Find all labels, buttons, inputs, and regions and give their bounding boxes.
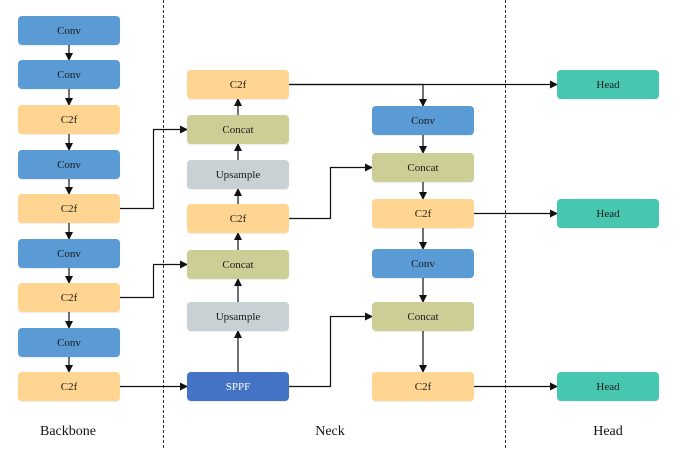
node-label: C2f bbox=[60, 291, 78, 304]
node-conv-b6: Conv bbox=[18, 239, 120, 268]
node-c2f-n_c2f1: C2f bbox=[187, 204, 289, 233]
node-label: C2f bbox=[414, 380, 432, 393]
node-concat-cat1: Concat bbox=[187, 250, 289, 279]
column-label-backbone: Backbone bbox=[40, 424, 96, 439]
edge-sppf-to-cat4 bbox=[289, 312, 373, 388]
node-c2f-b7: C2f bbox=[18, 283, 120, 312]
node-head-head1: Head bbox=[557, 70, 659, 99]
edge-b5-to-cat2 bbox=[120, 125, 188, 210]
node-c2f-n_c2f4: C2f bbox=[372, 372, 474, 401]
node-label: C2f bbox=[229, 78, 247, 91]
column-label-neck: Neck bbox=[315, 424, 345, 439]
node-c2f-b3: C2f bbox=[18, 105, 120, 134]
node-label: Concat bbox=[407, 310, 439, 323]
node-label: Conv bbox=[411, 257, 435, 270]
node-conv-n_conv2: Conv bbox=[372, 249, 474, 278]
node-label: Upsample bbox=[215, 168, 261, 181]
edge-b7-to-cat1 bbox=[120, 260, 188, 299]
node-label: SPPF bbox=[225, 380, 251, 393]
node-upsample-up2: Upsample bbox=[187, 160, 289, 189]
column-label-head: Head bbox=[593, 424, 623, 439]
node-conv-b1: Conv bbox=[18, 16, 120, 45]
node-c2f-n_c2f3: C2f bbox=[372, 199, 474, 228]
node-upsample-up1: Upsample bbox=[187, 302, 289, 331]
node-c2f-n_c2f2: C2f bbox=[187, 70, 289, 99]
node-label: C2f bbox=[60, 113, 78, 126]
node-label: Concat bbox=[407, 161, 439, 174]
node-label: C2f bbox=[229, 212, 247, 225]
node-c2f-b5: C2f bbox=[18, 194, 120, 223]
node-label: Head bbox=[596, 78, 620, 91]
node-conv-n_conv1: Conv bbox=[372, 106, 474, 135]
node-label: Concat bbox=[222, 123, 254, 136]
node-label: Conv bbox=[57, 158, 81, 171]
node-label: Conv bbox=[411, 114, 435, 127]
node-concat-cat2: Concat bbox=[187, 115, 289, 144]
node-label: C2f bbox=[60, 380, 78, 393]
node-head-head3: Head bbox=[557, 372, 659, 401]
node-label: Head bbox=[596, 380, 620, 393]
node-label: C2f bbox=[60, 202, 78, 215]
node-label: Conv bbox=[57, 24, 81, 37]
node-concat-cat4: Concat bbox=[372, 302, 474, 331]
node-label: Concat bbox=[222, 258, 254, 271]
node-conv-b2: Conv bbox=[18, 60, 120, 89]
node-conv-b4: Conv bbox=[18, 150, 120, 179]
node-concat-cat3: Concat bbox=[372, 153, 474, 182]
node-label: Head bbox=[596, 207, 620, 220]
node-label: Conv bbox=[57, 336, 81, 349]
node-label: Conv bbox=[57, 247, 81, 260]
divider-neck-head bbox=[505, 0, 506, 448]
divider-backbone-neck bbox=[163, 0, 164, 448]
node-label: Conv bbox=[57, 68, 81, 81]
node-head-head2: Head bbox=[557, 199, 659, 228]
edge-n_c2f1-to-cat3 bbox=[289, 163, 373, 220]
node-c2f-b9: C2f bbox=[18, 372, 120, 401]
node-sppf-sppf: SPPF bbox=[187, 372, 289, 401]
node-label: C2f bbox=[414, 207, 432, 220]
node-conv-b8: Conv bbox=[18, 328, 120, 357]
node-label: Upsample bbox=[215, 310, 261, 323]
